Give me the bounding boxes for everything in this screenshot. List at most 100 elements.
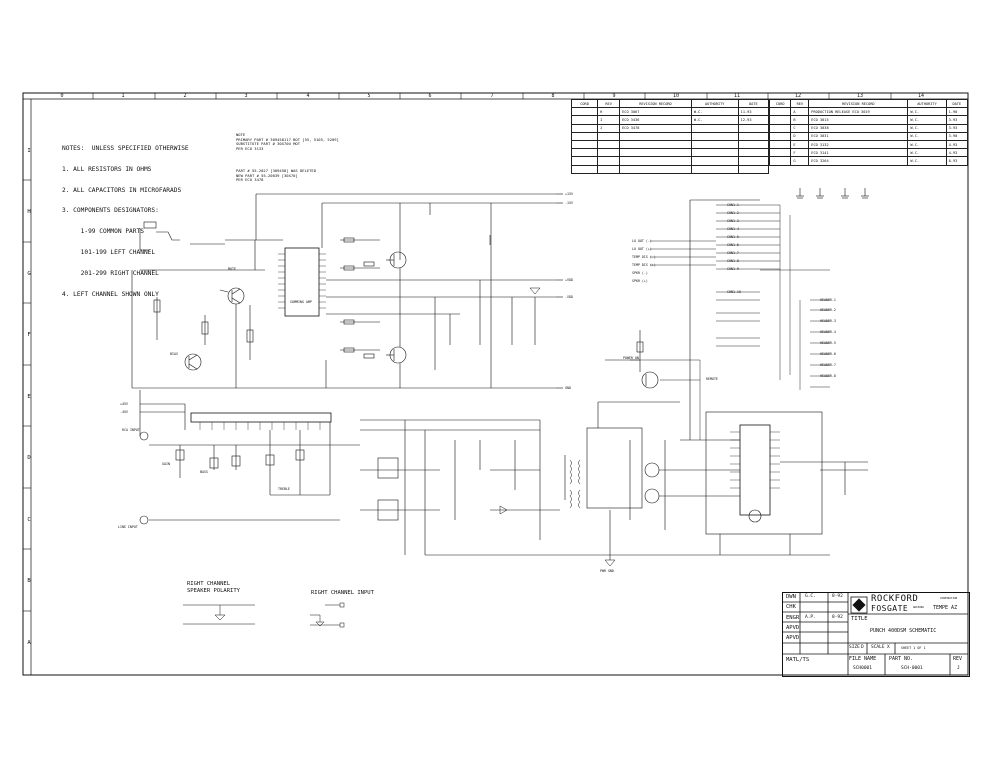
col-header: REV: [790, 98, 810, 109]
column-label: 11: [733, 93, 741, 99]
header-label: HEADER-1: [820, 298, 836, 302]
cell: ECO 3031: [808, 131, 909, 141]
dwn-label: DWN: [786, 594, 796, 600]
cell: 12-93: [737, 115, 770, 125]
engr-date: 8-92: [832, 615, 843, 620]
output-label: LO OUT (+): [632, 247, 652, 251]
connector-label: CON1-8: [727, 259, 739, 263]
matl-label: MATL/TS: [786, 657, 810, 663]
col-header: AUTHORITY: [907, 98, 947, 109]
rail-label: -45V: [120, 410, 128, 414]
connector-label: CON1-10: [727, 290, 741, 294]
cell: [768, 115, 792, 125]
connector-label: CON1-2: [727, 211, 739, 215]
revision-header-row: CORD REV REVISION RECORD AUTHORITY DATE: [570, 98, 770, 109]
cell: W.C.: [690, 115, 739, 125]
column-label: 6: [428, 93, 432, 99]
column-label: 8: [551, 93, 555, 99]
col-header: REVISION RECORD: [808, 98, 909, 109]
cell: W.C.: [690, 107, 739, 117]
revision-header-row: CORD REV REVISION RECORD AUTHORITY DATE: [768, 98, 969, 109]
column-label: 14: [917, 93, 925, 99]
header-label: HEADER-6: [820, 352, 836, 356]
col-header: AUTHORITY: [690, 98, 739, 109]
rev-label: REV: [953, 656, 963, 662]
misc-label: GAIN: [162, 462, 170, 466]
scale-label: SCALE: [871, 645, 885, 650]
row-label: G: [27, 271, 31, 277]
row-label: D: [27, 455, 31, 461]
column-label: 1: [121, 93, 125, 99]
rail-label: +15V: [565, 192, 573, 196]
company-name: ROCKFORD: [871, 594, 919, 604]
company-name-2: FOSGATE: [871, 604, 909, 613]
sheet-info: SHEET 1 OF 1: [901, 646, 926, 650]
cell: H: [597, 107, 621, 117]
row-label: H: [27, 209, 31, 215]
col-header: REVISION RECORD: [619, 98, 692, 109]
cell: ECO 3132: [808, 139, 909, 150]
dwn-value: G.C.: [805, 594, 816, 599]
row-label: F: [27, 332, 31, 338]
part-substitution-note: NOTE PRIMARY PART # 309458117 BOT [55, 5…: [236, 132, 339, 152]
revision-row: [570, 131, 770, 141]
revision-row: [570, 156, 770, 166]
cell: PRODUCTION RELEASE ECO 3019: [808, 107, 909, 117]
note-line: 101-199 LEFT CHANNEL: [62, 248, 156, 256]
cell: [690, 123, 739, 133]
dwn-date: 8-92: [832, 594, 843, 599]
cell: W.C.: [907, 148, 947, 158]
cell: ECO 3141: [808, 148, 909, 158]
connector-label: CON1-4: [727, 227, 739, 231]
cell: 3-93: [945, 123, 969, 133]
rail-label: +45V: [120, 402, 128, 406]
notes-block: NOTES: UNLESS SPECIFIED OTHERWISE 1. ALL…: [62, 132, 189, 312]
connector-label: CON1-3: [727, 219, 739, 223]
row-label: B: [27, 578, 31, 584]
rail-label: PWR GND: [600, 569, 614, 573]
misc-label: BASS: [200, 470, 208, 474]
header-label: HEADER-5: [820, 341, 836, 345]
connector-label: CON1-5: [727, 235, 739, 239]
cell: 4-93: [945, 148, 969, 158]
cell: ECO 3478: [619, 123, 692, 133]
size-value: D: [861, 645, 864, 650]
header-label: HEADER-3: [820, 319, 836, 323]
misc-label: TREBLE: [278, 487, 290, 491]
engr-value: A.P.: [805, 615, 816, 620]
header-label: HEADER-8: [820, 374, 836, 378]
speaker-polarity-title: RIGHT CHANNEL SPEAKER POLARITY: [187, 581, 240, 594]
column-label: 0: [60, 93, 64, 99]
misc-label: REMOTE: [706, 377, 718, 381]
output-label: TEMP DIS (+): [632, 263, 656, 267]
title-label: TITLE: [851, 616, 868, 622]
rail-label: -15V: [565, 201, 573, 205]
cell: [737, 123, 770, 133]
cell: B: [790, 115, 810, 125]
cell: 3-90: [945, 131, 969, 141]
engr-label: ENGR: [786, 615, 800, 621]
column-label: 4: [306, 93, 310, 99]
file-name-label: FILE NAME: [849, 656, 877, 662]
note-line: 4. LEFT CHANNEL SHOWN ONLY: [62, 290, 159, 298]
rev-value: J: [957, 666, 960, 671]
row-label: E: [27, 394, 31, 400]
cell: W.C.: [907, 115, 947, 125]
division-label: ARIZONA: [913, 606, 924, 609]
connector-label: CON1-9: [727, 267, 739, 271]
drawing-title: PUNCH 400DSM SCHEMATIC: [870, 628, 937, 634]
cell: A: [790, 107, 810, 117]
cell: [570, 115, 599, 125]
scale-value: X: [887, 645, 890, 650]
column-label: 12: [794, 93, 802, 99]
row-label: I: [27, 148, 31, 154]
city-label: TEMPE AZ: [933, 605, 958, 611]
